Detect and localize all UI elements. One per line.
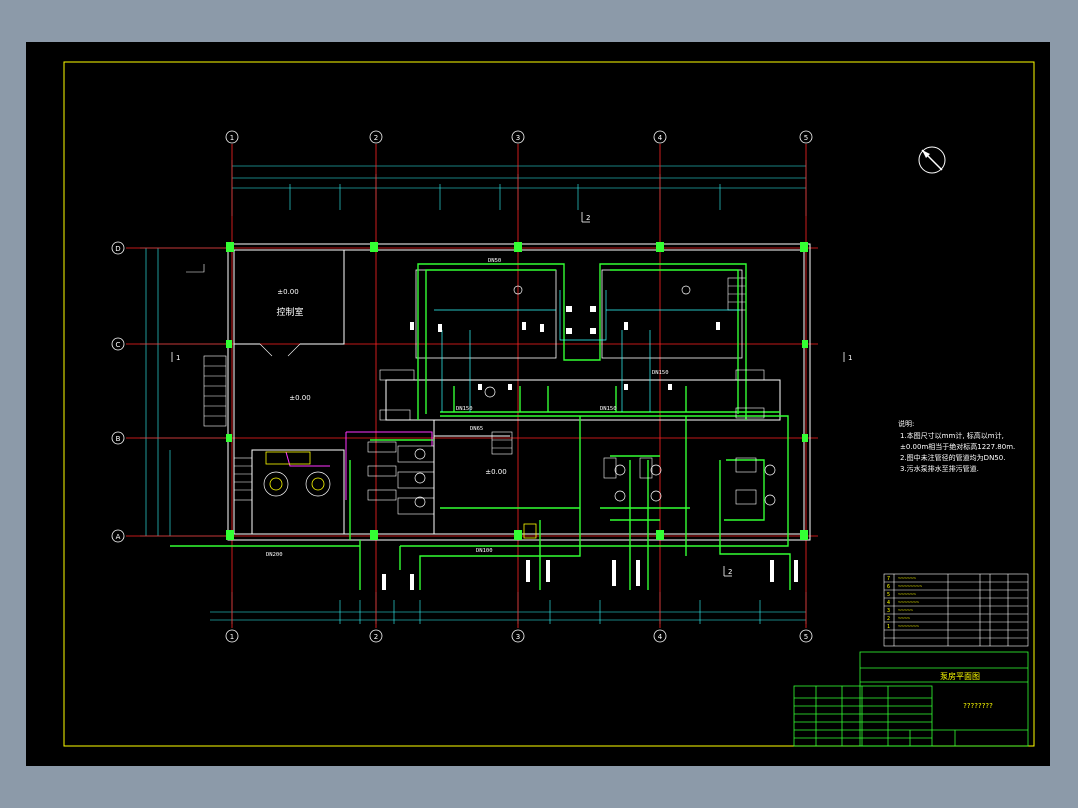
pipe-label: DN65 [470,426,483,432]
svg-text:~~~~~: ~~~~~ [898,608,913,614]
axis-lines [126,144,818,628]
valves [410,306,720,390]
notes-line: 2.图中未注管径的管道均为DN50. [900,453,1005,462]
parts-table-text: 765 432 1 ~~~~~~~~~~~~~~~~~~~~ ~~~~~~~~~… [887,576,922,630]
axis-bubbles-top [225,130,813,144]
svg-text:~~~~~~~: ~~~~~~~ [898,624,919,630]
section-marks: 2 1 1 2 [171,212,852,577]
svg-text:~~~~~~~~: ~~~~~~~~ [898,584,922,590]
svg-text:2: 2 [887,616,890,622]
room-name-control: 控制室 [276,306,303,318]
axis-label-col: 2 [374,134,378,142]
axis-label-col: 1 [230,633,234,641]
chlorine-line [285,431,433,500]
room-elevation: ±0.00 [289,394,310,402]
equipment-boxes [367,369,765,515]
notes-title: 说明: [898,419,914,428]
notes-line: 1.本图尺寸以mm计, 标高以m计, [900,431,1004,440]
svg-text:7: 7 [887,576,890,582]
axis-label-col: 2 [374,633,378,641]
outlet-markers [382,560,798,590]
pipe-labels: DN50 DN150 DN150 DN150 DN65 DN200 DN100 [266,258,669,558]
svg-text:~~~~~~: ~~~~~~ [898,592,916,598]
parts-table [883,573,1029,647]
section-mark: 2 [728,568,732,576]
drawing-frame [63,61,1035,747]
pipe-label: DN150 [600,406,617,412]
svg-text:~~~~~~~: ~~~~~~~ [898,600,919,606]
pipe-label: DN50 [488,258,501,264]
svg-text:1: 1 [887,624,890,630]
axis-labels: 1 2 3 4 5 1 2 3 4 5 D C B A [115,134,808,641]
axis-label-row: D [115,245,120,253]
pipe-network-thin [434,290,740,412]
section-mark: 1 [848,354,852,362]
room-elevation: ±0.00 [277,288,298,296]
axis-label-col: 1 [230,134,234,142]
notes: 说明: 1.本图尺寸以mm计, 标高以m计, ±0.00m相当于绝对标高1227… [898,419,1015,473]
pumps [263,285,776,508]
north-arrow-icon [918,146,946,174]
room-elevation: ±0.00 [485,468,506,476]
axis-bubbles-bottom [225,629,813,643]
svg-text:4: 4 [887,600,890,606]
axis-label-col: 5 [804,633,808,641]
svg-text:5: 5 [887,592,890,598]
axis-label-col: 4 [658,633,663,641]
drawing-canvas [26,42,1050,766]
svg-text:3: 3 [887,608,890,614]
svg-text:~~~~: ~~~~ [898,616,910,622]
pipe-label: DN150 [456,406,473,412]
axis-bubbles-left [111,241,125,543]
drawing-number: ???????? [963,702,993,710]
structural-columns [226,242,808,540]
axis-label-row: B [116,435,121,443]
pipe-label: DN100 [476,548,493,554]
axis-label-col: 4 [658,134,663,142]
title-block [793,651,1029,747]
axis-label-col: 5 [804,134,808,142]
notes-line: ±0.00m相当于绝对标高1227.80m. [900,442,1015,451]
axis-label-row: A [116,533,121,541]
section-mark: 2 [586,214,590,222]
doors [186,264,301,357]
section-mark: 1 [176,354,180,362]
pumps-yellow [265,451,537,539]
pipe-network [170,263,791,590]
axis-label-col: 3 [516,134,520,142]
notes-line: 3.污水泵排水至排污管道. [900,464,979,473]
pipe-label: DN150 [652,370,669,376]
pipe-label: DN200 [266,552,283,558]
svg-text:~~~~~~: ~~~~~~ [898,576,916,582]
axis-label-row: C [116,341,121,349]
svg-text:6: 6 [887,584,890,590]
axis-label-col: 3 [516,633,520,641]
drawing-title: 泵房平面图 [940,671,980,681]
